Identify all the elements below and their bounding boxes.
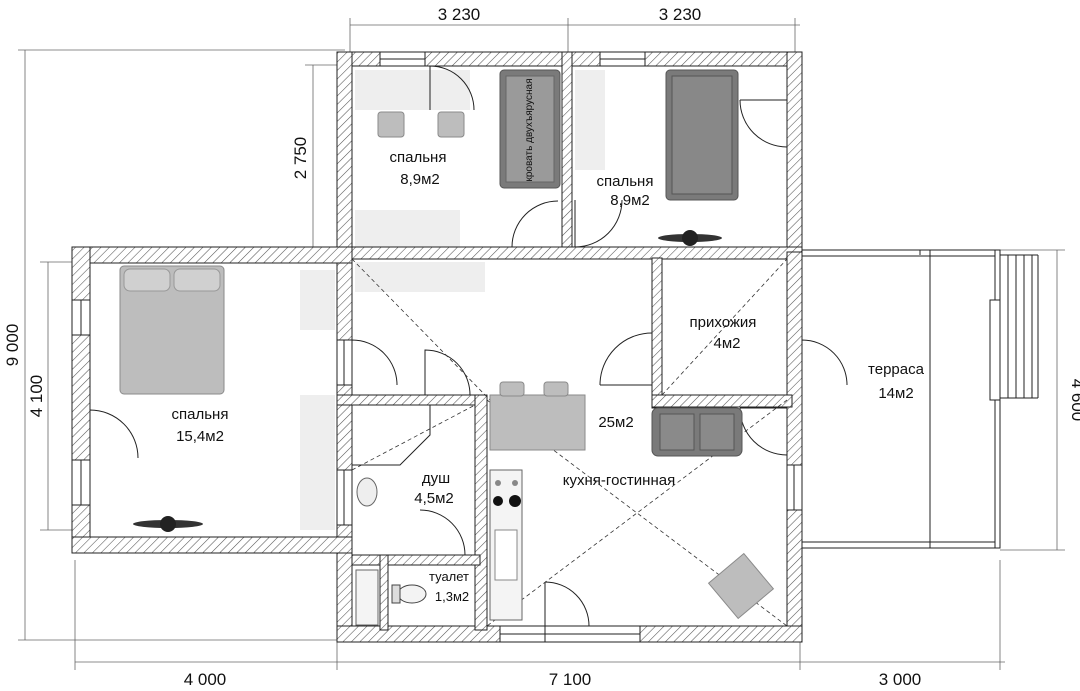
room-name-terrace: терраса [868,361,925,378]
room-name-toilet: туалет [429,569,469,584]
room-area-shower: 4,5м2 [414,490,454,507]
bunk-bed-label: кровать двухъярусная [524,78,535,181]
doors [89,65,848,627]
room-area-hallway: 4м2 [714,335,741,352]
diagonals [351,258,788,627]
dining-table [489,394,586,451]
fan-icon [658,230,722,246]
dim-bottom-middle: 7 100 [549,670,592,689]
dim-left-wing: 4 100 [27,375,46,418]
dim-top-right: 3 230 [659,5,702,24]
double-bed [119,265,225,395]
room-name-bedroom-top-left: спальня [390,149,447,166]
room-area-bedroom-left: 15,4м2 [176,428,224,445]
room-name-bedroom-left: спальня [172,406,229,423]
dim-top-left: 3 230 [438,5,481,24]
dim-bottom-right: 3 000 [879,670,922,689]
fan-icon [133,516,203,532]
room-name-kitchen: кухня-гостинная [563,472,675,489]
room-name-hallway: прихожия [690,314,757,331]
ghost-furniture [300,70,605,530]
armchair [707,552,775,620]
windows [71,51,803,643]
dim-bottom-left: 4 000 [184,670,227,689]
furniture [119,69,775,626]
toilet [397,584,427,604]
room-area-kitchen: 25м2 [598,414,633,431]
terrace [801,249,1039,549]
room-name-shower: душ [422,470,450,487]
room-area-bedroom-top-left: 8,9м2 [400,171,440,188]
sink [356,477,378,507]
room-area-toilet: 1,3м2 [435,589,469,604]
room-area-terrace: 14м2 [878,385,913,402]
dim-left-bedrooms: 2 750 [291,137,310,180]
dim-right-terrace: 4 600 [1068,379,1080,422]
room-area-bedroom-top-right: 8,9м2 [610,192,650,209]
dim-left-total: 9 000 [3,324,22,367]
room-name-bedroom-top-right: спальня [597,173,654,190]
